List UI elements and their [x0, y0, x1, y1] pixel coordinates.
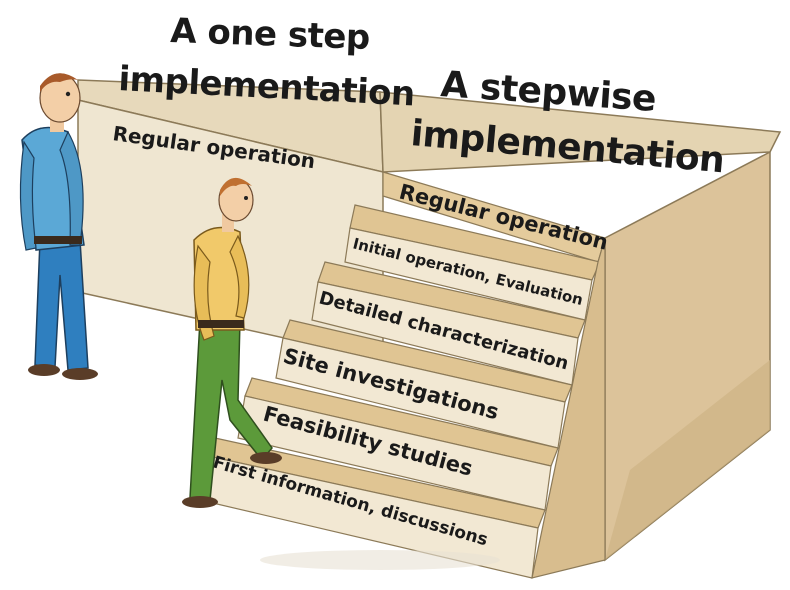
block-side-shadow [605, 360, 770, 560]
stair-side [531, 237, 606, 579]
staircase [199, 171, 606, 579]
heading-one-step-line1: A one step [170, 11, 371, 58]
floor-shadow [260, 550, 500, 570]
man-standing [19, 73, 98, 380]
man-climbing [182, 177, 282, 508]
one-step-block [77, 79, 782, 562]
